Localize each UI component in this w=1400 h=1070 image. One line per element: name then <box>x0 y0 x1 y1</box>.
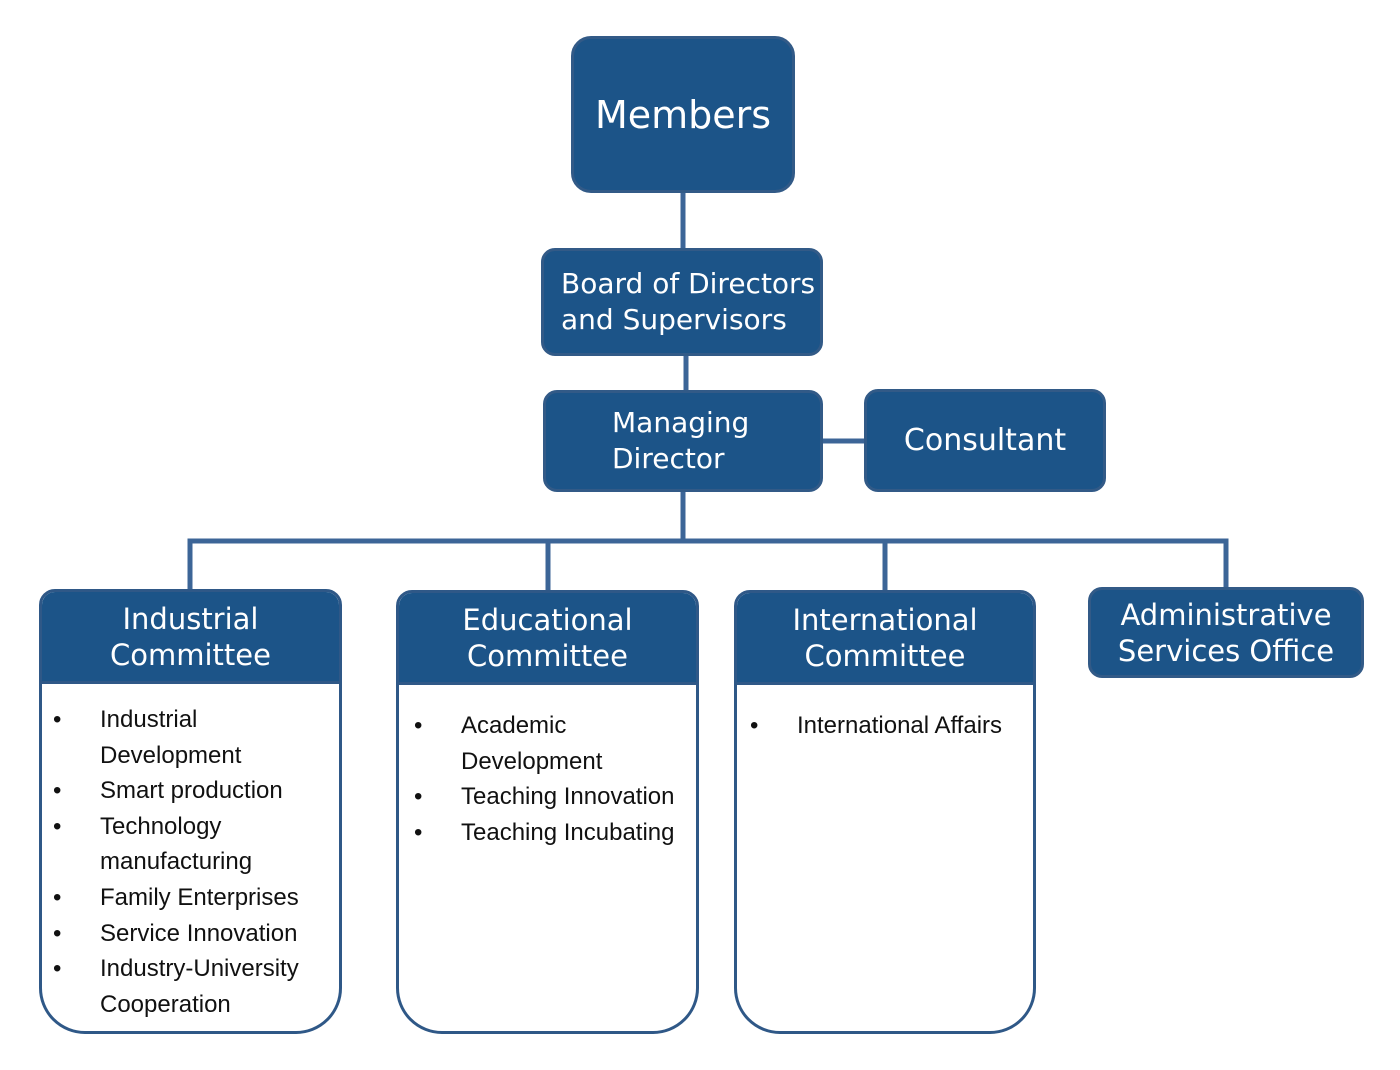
list-item: Teaching Innovation <box>399 779 696 815</box>
industrial-committee-card: Industrial Committee Industrial Developm… <box>39 589 342 1034</box>
industrial-committee-header: Industrial Committee <box>42 592 339 684</box>
international-committee-card: International Committee International Af… <box>734 590 1036 1034</box>
industrial-committee-list: Industrial Development Smart production … <box>42 702 339 1022</box>
consultant-label: Consultant <box>903 423 1067 458</box>
members-label: Members <box>594 92 772 137</box>
international-committee-header: International Committee <box>737 593 1033 685</box>
administrative-services-node: Administrative Services Office <box>1088 587 1364 678</box>
administrative-services-label: Administrative Services Office <box>1117 597 1335 668</box>
managing-director-label: Managing Director <box>612 406 750 475</box>
educational-committee-title: Educational Committee <box>462 602 633 673</box>
list-item: Industrial Development <box>42 702 339 773</box>
list-item: Technology manufacturing <box>42 809 339 880</box>
international-committee-title: International Committee <box>792 602 978 673</box>
consultant-node: Consultant <box>864 389 1106 492</box>
educational-committee-list: Academic Development Teaching Innovation… <box>399 708 696 850</box>
educational-committee-card: Educational Committee Academic Developme… <box>396 590 699 1034</box>
educational-committee-header: Educational Committee <box>399 593 696 685</box>
board-label: Board of Directors and Supervisors <box>561 267 816 336</box>
list-item: Teaching Incubating <box>399 815 696 851</box>
list-item: International Affairs <box>737 708 1033 744</box>
list-item: Academic Development <box>399 708 696 779</box>
managing-director-node: Managing Director <box>543 390 823 492</box>
board-node: Board of Directors and Supervisors <box>541 248 823 356</box>
list-item: Smart production <box>42 773 339 809</box>
members-node: Members <box>571 36 795 193</box>
industrial-committee-title: Industrial Committee <box>110 601 271 672</box>
connector-horizontal-bus <box>187 538 1229 590</box>
international-committee-list: International Affairs <box>737 708 1033 744</box>
list-item: Family Enterprises <box>42 880 339 916</box>
list-item: Industry-University Cooperation <box>42 951 339 1022</box>
list-item: Service Innovation <box>42 916 339 952</box>
